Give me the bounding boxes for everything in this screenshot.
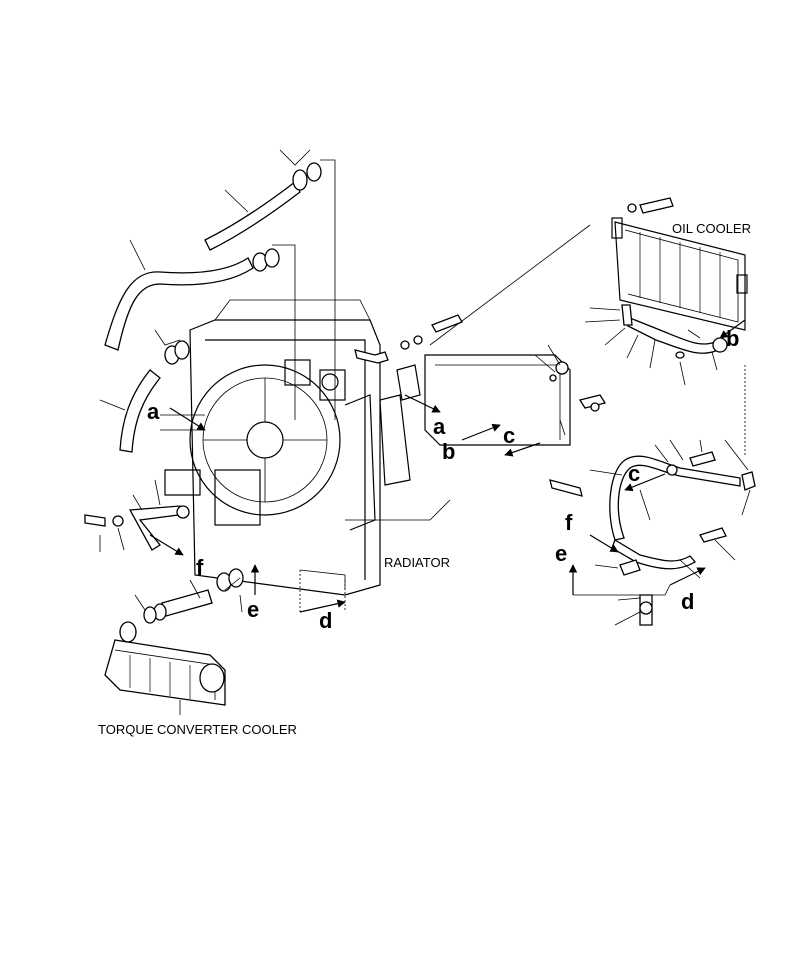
upper-hose-group: [99, 149, 336, 453]
callout-d-right: d: [681, 589, 694, 614]
guard-bracket: [345, 224, 607, 521]
callout-d-radiator: d: [319, 608, 332, 633]
callout-b-center: b: [442, 439, 455, 464]
callout-c-right: c: [628, 461, 640, 486]
oil-cooler-label: OIL COOLER: [672, 221, 751, 236]
radiator-label: RADIATOR: [384, 555, 450, 570]
callout-c-center: c: [503, 423, 515, 448]
callout-a-left: a: [147, 399, 160, 424]
radiator-assembly: [160, 299, 381, 612]
torque-converter-cooler: [84, 479, 244, 715]
torque-converter-cooler-label: TORQUE CONVERTER COOLER: [98, 722, 297, 737]
cooler-tubes: [589, 439, 756, 626]
oil-cooler: [584, 197, 748, 455]
callout-a-right: a: [433, 414, 446, 439]
callout-b-oil-cooler: b: [726, 326, 739, 351]
callout-f-left: f: [196, 555, 204, 580]
callout-e-left: e: [247, 597, 259, 622]
callout-arrows: [149, 319, 746, 613]
callout-f-right: f: [565, 510, 573, 535]
callout-e-right: e: [555, 541, 567, 566]
